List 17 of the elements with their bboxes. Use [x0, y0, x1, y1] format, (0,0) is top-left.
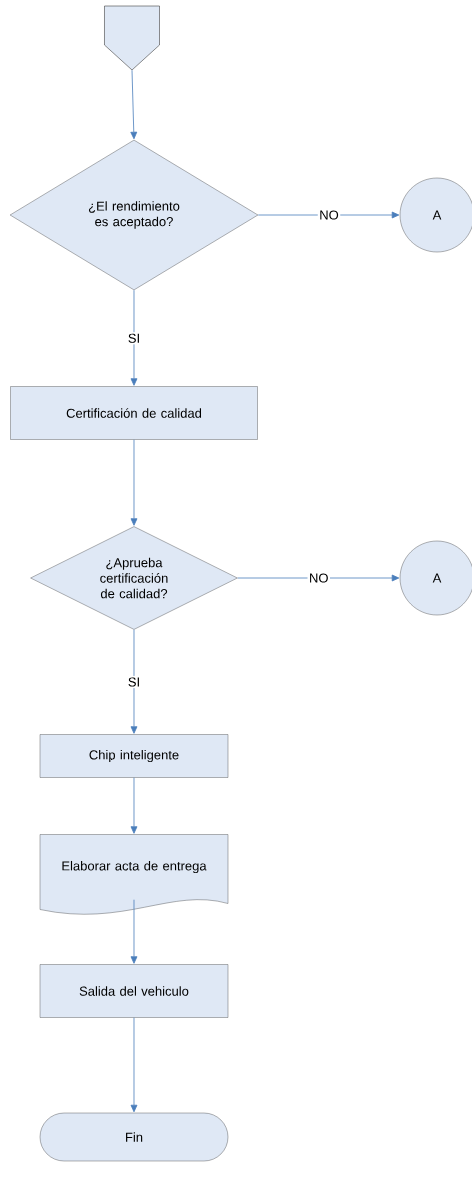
- edge-label: SI: [126, 332, 142, 345]
- arrow: [237, 574, 400, 582]
- arrow: [257, 211, 400, 219]
- arrow: [130, 439, 138, 526]
- edge-label: SI: [126, 675, 142, 689]
- process-box: Certificación de calidad: [10, 386, 258, 440]
- edge-label: NO: [317, 208, 341, 222]
- arrow: [130, 629, 138, 734]
- process-box: Chip inteligente: [39, 734, 229, 778]
- arrow: [130, 899, 138, 964]
- arrow: [130, 69, 138, 140]
- arrow: [130, 1017, 138, 1113]
- edge-label: NO: [307, 571, 330, 585]
- arrow: [130, 289, 138, 386]
- arrow: [130, 777, 138, 834]
- process-box: Salida del vehiculo: [39, 964, 229, 1018]
- off-page-connector: [104, 5, 160, 71]
